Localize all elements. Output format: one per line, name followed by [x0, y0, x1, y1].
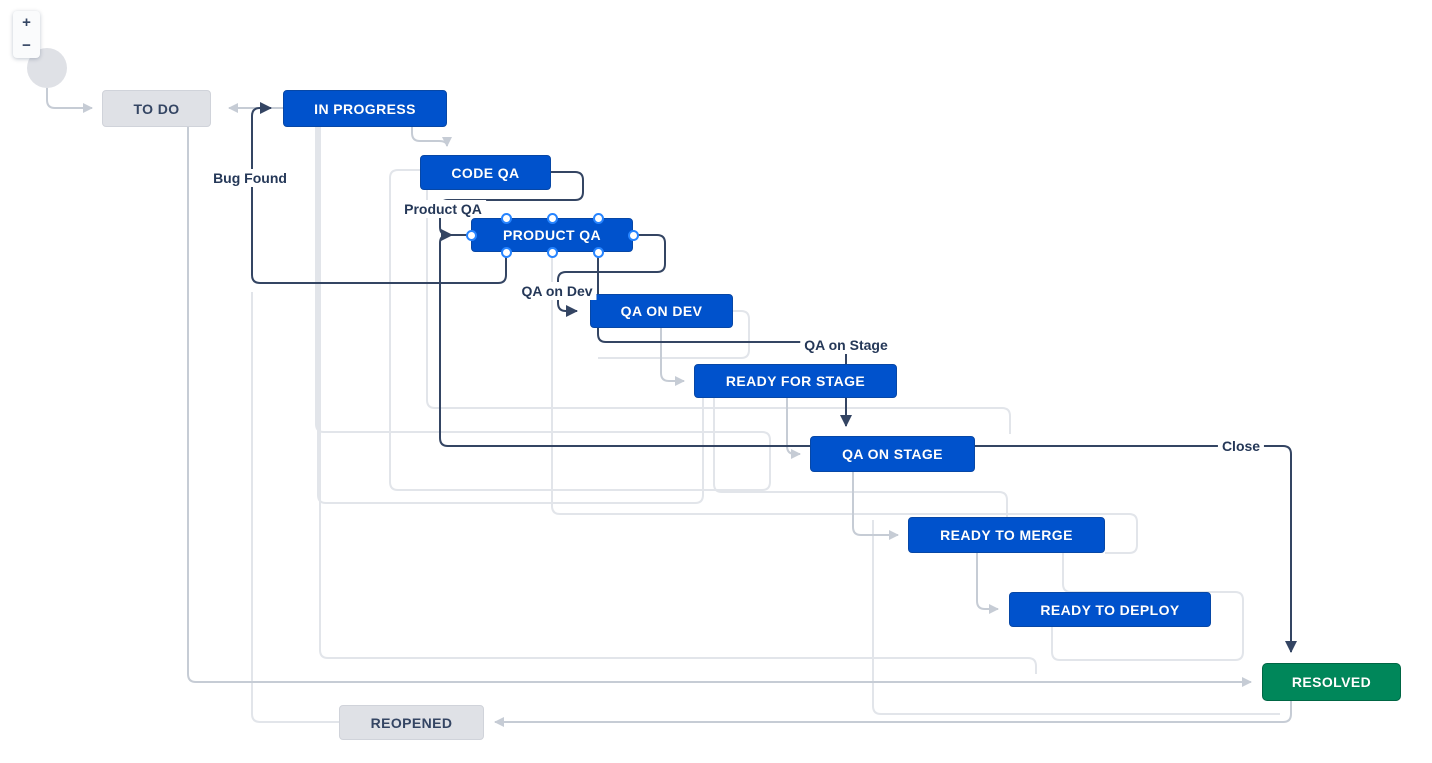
status-node-label: PRODUCT QA	[502, 227, 602, 243]
status-node-reopened[interactable]: REOPENED	[339, 705, 484, 740]
transition-line[interactable]	[976, 553, 999, 614]
status-node-code-qa[interactable]: CODE QA	[420, 155, 551, 190]
workflow-connector-line	[426, 190, 1011, 434]
status-node-label: CODE QA	[451, 164, 520, 181]
workflow-connector-line	[872, 520, 1280, 715]
transition-line-product-qa[interactable]	[439, 171, 584, 241]
status-node-label: QA ON DEV	[620, 303, 703, 319]
connection-handle[interactable]	[500, 246, 512, 258]
status-node-label: REOPENED	[370, 714, 453, 731]
status-node-in-progress[interactable]: IN PROGRESS	[283, 90, 447, 127]
transition-line[interactable]	[660, 328, 685, 386]
status-node-label: RESOLVED	[1291, 674, 1372, 690]
connection-handle[interactable]	[592, 246, 604, 258]
transition-label-bug-found[interactable]: Bug Found	[209, 169, 291, 187]
transition-line[interactable]	[187, 126, 1252, 687]
status-node-label: QA ON STAGE	[842, 446, 943, 462]
transition-label-qa-on-stage[interactable]: QA on Stage	[800, 336, 892, 354]
status-node-label: IN PROGRESS	[314, 100, 416, 117]
status-node-to-do[interactable]: TO DO	[102, 90, 211, 127]
transition-line[interactable]	[411, 127, 452, 147]
transition-line-bug-found[interactable]	[251, 102, 507, 284]
transition-line[interactable]	[46, 88, 93, 113]
transition-line[interactable]	[494, 701, 1292, 727]
transition-line-close[interactable]	[439, 234, 1297, 653]
status-node-resolved[interactable]: RESOLVED	[1262, 663, 1401, 701]
workflow-connector-line	[713, 398, 1008, 524]
transition-line[interactable]	[852, 472, 899, 540]
workflow-connector-line	[251, 292, 339, 723]
transition-label-close[interactable]: Close	[1217, 437, 1265, 455]
zoom-out-button[interactable]: −	[13, 35, 40, 57]
status-node-ready-for-stage[interactable]: READY FOR STAGE	[694, 364, 897, 398]
connection-handle[interactable]	[546, 212, 558, 224]
zoom-in-button[interactable]: +	[13, 12, 40, 34]
workflow-connector-line	[315, 127, 771, 491]
workflow-connector-line	[319, 127, 1037, 674]
transition-label-qa-on-dev[interactable]: QA on Dev	[517, 282, 597, 300]
workflow-connector-line	[551, 252, 1138, 554]
zoom-controls: + −	[13, 11, 40, 58]
workflow-connector-line	[317, 127, 704, 504]
connection-handle[interactable]	[627, 229, 639, 241]
status-node-qa-on-stage[interactable]: QA ON STAGE	[810, 436, 975, 472]
connection-handle[interactable]	[592, 212, 604, 224]
connection-handle[interactable]	[465, 229, 477, 241]
status-node-ready-to-deploy[interactable]: READY TO DEPLOY	[1009, 592, 1211, 627]
workflow-connector-line	[1051, 553, 1244, 661]
connection-handle[interactable]	[500, 212, 512, 224]
status-node-qa-on-dev[interactable]: QA ON DEV	[590, 294, 733, 328]
connection-handle[interactable]	[546, 246, 558, 258]
status-node-label: READY TO MERGE	[940, 527, 1073, 543]
status-node-ready-to-merge[interactable]: READY TO MERGE	[908, 517, 1105, 553]
status-node-label: TO DO	[133, 100, 180, 117]
transition-label-product-qa[interactable]: Product QA	[400, 200, 486, 218]
workflow-connector-line	[598, 310, 750, 359]
status-node-label: READY FOR STAGE	[725, 373, 866, 389]
status-node-label: READY TO DEPLOY	[1040, 601, 1180, 618]
transition-line-qa-on-dev[interactable]	[557, 234, 666, 317]
